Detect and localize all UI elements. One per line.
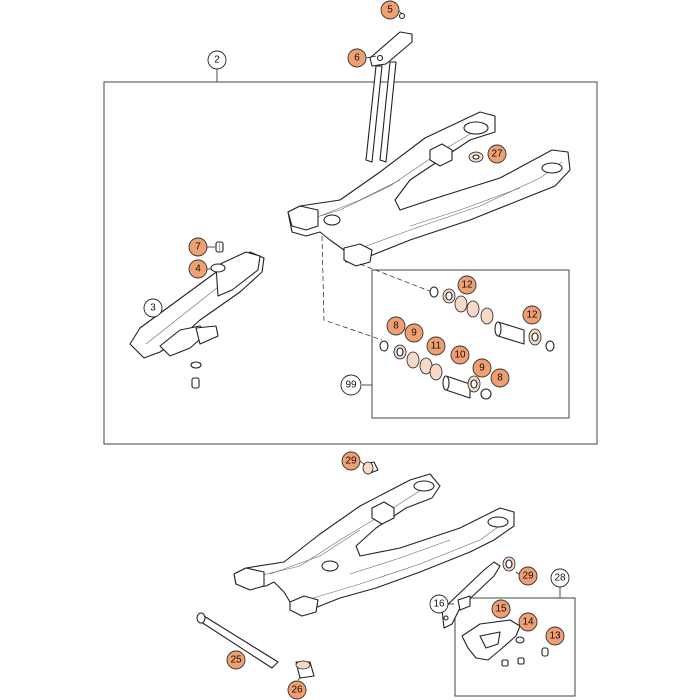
swingarm-top: [287, 111, 571, 267]
callout-27: 27: [487, 144, 507, 164]
callout-15: 15: [491, 599, 511, 619]
callout-29-top: 29: [341, 451, 361, 471]
svg-text:2: 2: [214, 55, 220, 66]
svg-text:14: 14: [522, 617, 534, 628]
callout-8-right: 8: [490, 368, 510, 388]
svg-text:99: 99: [345, 380, 357, 391]
part-13-screw: [541, 647, 549, 657]
part-4-washer: [210, 263, 226, 273]
svg-text:10: 10: [454, 350, 466, 361]
part-14-washer: [515, 636, 525, 644]
callout-26: 26: [287, 680, 307, 700]
bearing-kit-box: [371, 269, 570, 419]
leader-26: [297, 676, 302, 681]
callout-9-left: 9: [404, 323, 424, 343]
svg-text:8: 8: [497, 373, 503, 384]
leader-29a: [359, 460, 366, 466]
part-7-screw: [215, 241, 224, 253]
callout-5: 5: [380, 0, 400, 20]
svg-text:8: 8: [393, 321, 399, 332]
svg-text:29: 29: [522, 571, 534, 582]
callout-6: 6: [347, 48, 367, 68]
callout-16: 16: [429, 594, 449, 614]
callout-2: 2: [207, 50, 227, 70]
bearing-set-lower: [379, 340, 492, 400]
assembly-line-b: [359, 263, 433, 293]
svg-text:4: 4: [195, 264, 201, 275]
svg-text:29: 29: [345, 456, 357, 467]
swingarm-assembly-box: [103, 81, 598, 445]
callout-28: 28: [550, 568, 570, 588]
chain-guide-kit-box: [454, 597, 576, 697]
swingarm-bottom: [233, 473, 515, 617]
callout-10: 10: [450, 345, 470, 365]
callout-11: 11: [426, 336, 446, 356]
leader-6: [365, 55, 377, 59]
svg-text:3: 3: [150, 303, 156, 314]
svg-text:13: 13: [549, 631, 561, 642]
svg-text:9: 9: [479, 363, 485, 374]
part-26-spacer: [295, 660, 315, 679]
callout-7: 7: [188, 237, 208, 257]
part-27-bushing: [468, 151, 484, 163]
callout-9-right: 9: [472, 358, 492, 378]
part-3-chain-slider: [129, 251, 265, 359]
svg-text:26: 26: [291, 685, 303, 696]
callout-8-left: 8: [386, 316, 406, 336]
svg-text:15: 15: [495, 604, 507, 615]
callout-25: 25: [226, 650, 246, 670]
callout-13: 13: [545, 626, 565, 646]
part-slider-screw-bottom: [190, 361, 202, 389]
callout-12-upper: 12: [457, 275, 477, 295]
callout-4: 4: [188, 259, 208, 279]
svg-text:7: 7: [195, 242, 201, 253]
part-25-axle: [196, 612, 279, 669]
part-29-bushing-right: [502, 556, 516, 572]
callout-3: 3: [143, 298, 163, 318]
part-16-guide-plate: [441, 561, 501, 629]
svg-text:12: 12: [526, 310, 538, 321]
svg-text:9: 9: [411, 328, 417, 339]
svg-text:12: 12: [461, 280, 473, 291]
part-29-bushing-top: [362, 461, 379, 475]
callout-14: 14: [518, 612, 538, 632]
callout-12-right: 12: [522, 305, 542, 325]
svg-text:16: 16: [433, 599, 445, 610]
part-guide-small-screws: [501, 657, 525, 667]
bearing-set-upper: [429, 286, 555, 352]
svg-text:27: 27: [491, 149, 503, 160]
svg-text:5: 5: [387, 5, 393, 16]
svg-text:28: 28: [554, 573, 566, 584]
callout-29-right: 29: [518, 566, 538, 586]
part-15-chain-guide: [461, 619, 521, 661]
svg-text:6: 6: [354, 53, 360, 64]
part-6-chain-guide: [365, 12, 413, 163]
callout-99: 99: [340, 374, 362, 396]
svg-text:11: 11: [431, 341, 442, 352]
svg-text:25: 25: [230, 655, 242, 666]
assembly-line-a: [321, 235, 383, 341]
